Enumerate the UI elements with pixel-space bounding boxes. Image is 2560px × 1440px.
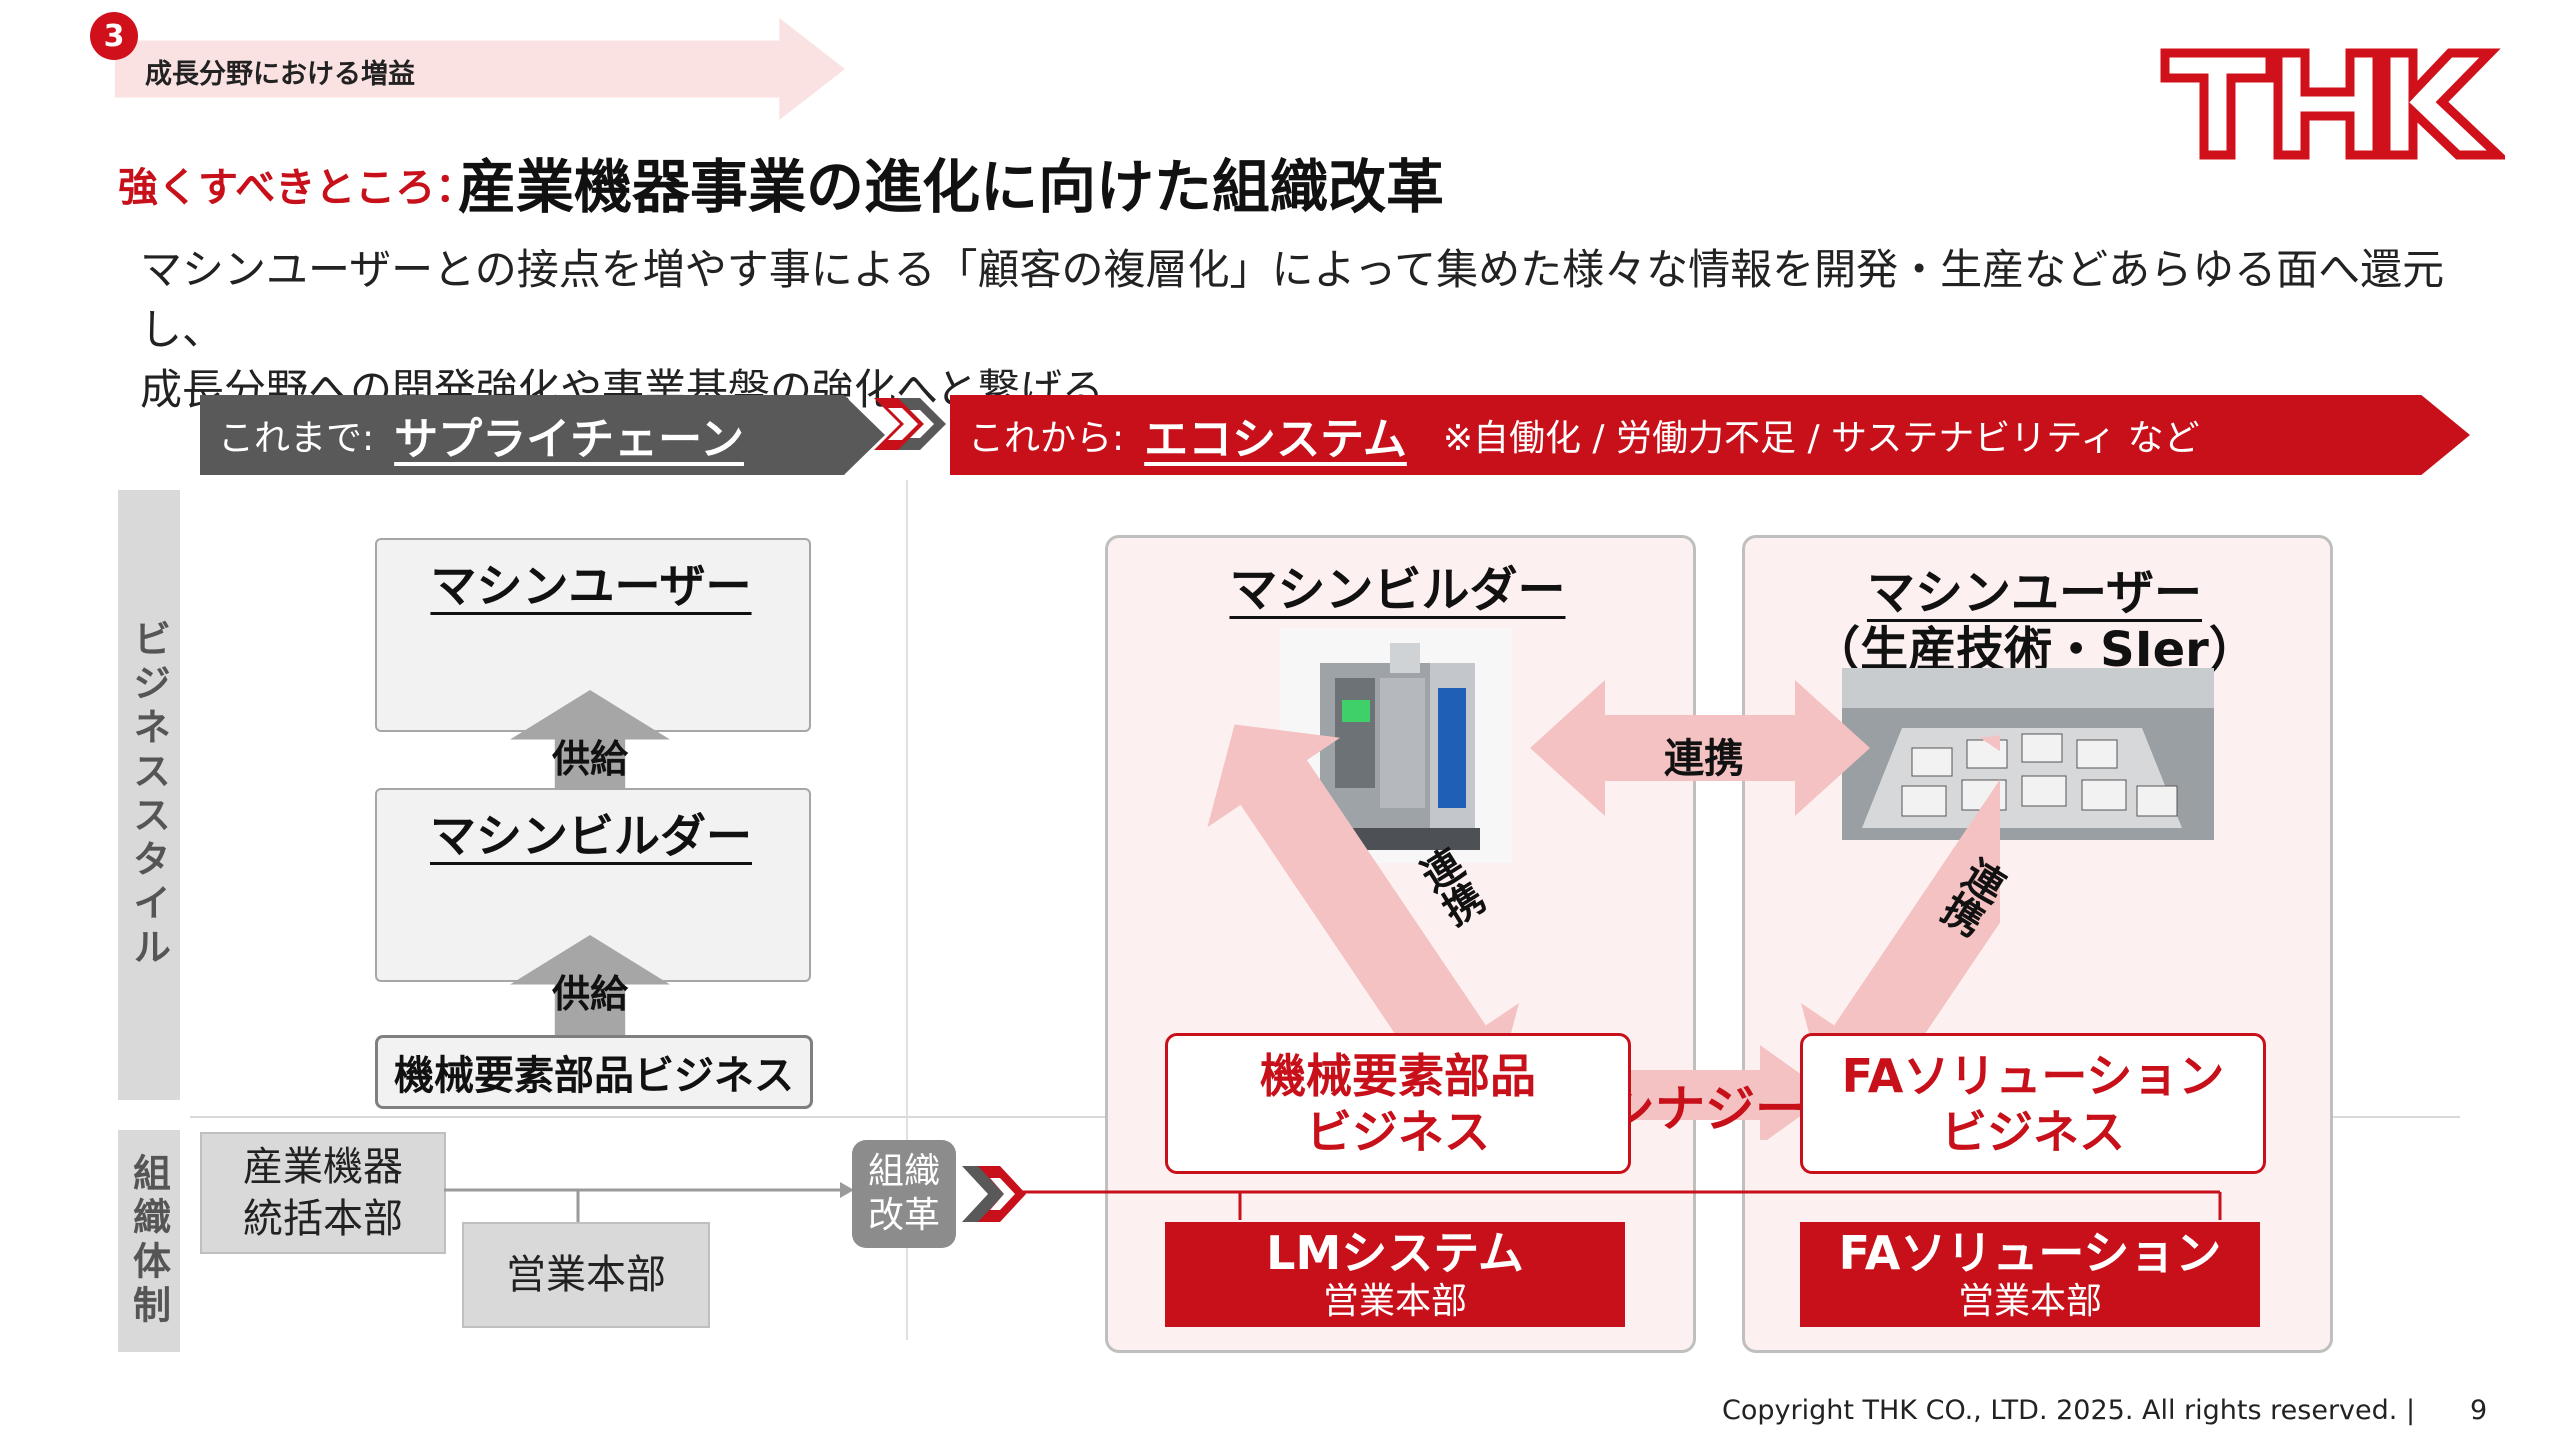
lm-system-sales-box: LMシステム 営業本部	[1165, 1222, 1625, 1327]
double-chevron-red-icon	[962, 1166, 1026, 1222]
section-number-badge: 3	[90, 12, 138, 60]
synergy-label: シナジー	[1605, 1080, 1805, 1138]
banner-right-prefix: これから:	[968, 418, 1125, 459]
fa-business-red-box: FAソリューション ビジネス	[1800, 1033, 2266, 1174]
org-reform-line2: 改革	[867, 1195, 940, 1236]
sales-box: 営業本部	[462, 1222, 710, 1328]
banner-right-main: エコシステム	[1144, 414, 1407, 465]
fa-solution-name: FAソリューション	[1838, 1225, 2222, 1280]
fa-solution-sub: 営業本部	[1957, 1280, 2102, 1322]
side-label-business-style: ビジネススタイル	[118, 490, 180, 1100]
double-chevron-icon	[874, 398, 946, 450]
link-label-horizontal: 連携	[1664, 736, 1744, 782]
vertical-divider	[906, 480, 908, 1340]
fa-business-line1: FAソリューション	[1841, 1048, 2225, 1103]
hq-line2: 統括本部	[243, 1196, 403, 1242]
factory-line-image	[1842, 668, 2214, 840]
lm-system-name: LMシステム	[1266, 1225, 1524, 1280]
fa-business-line2: ビジネス	[1941, 1104, 2125, 1159]
banner-right-note: ※自働化 / 労働力不足 / サステナビリティ など	[1442, 418, 2200, 459]
intro-line-1: マシンユーザーとの接点を増やす事による「顧客の複層化」によって集めた様々な情報を…	[140, 245, 2445, 354]
section-label: 成長分野における増益	[145, 59, 415, 90]
builder-panel-title: マシンビルダー	[1229, 562, 1566, 618]
machine-user-title: マシンユーザー	[430, 559, 752, 613]
hq-box: 産業機器 統括本部	[200, 1132, 446, 1254]
lm-system-sub: 営業本部	[1322, 1280, 1467, 1322]
banner-supply-chain: これまで: サプライチェーン	[200, 395, 885, 475]
org-connector-lines	[444, 1182, 2222, 1222]
parts-business-line1: 機械要素部品	[1260, 1048, 1536, 1103]
user-panel-title: マシンユーザー	[1866, 565, 2203, 621]
page-number: 9	[2470, 1395, 2488, 1426]
supply-label-1: 供給	[551, 736, 628, 781]
page-title: 産業機器事業の進化に向けた組織改革	[458, 153, 1445, 221]
machine-builder-title: マシンビルダー	[430, 809, 752, 863]
subtitle: 強くすべきところ：	[118, 165, 476, 211]
fa-solution-sales-box: FAソリューション 営業本部	[1800, 1222, 2260, 1327]
banner-ecosystem: これから: エコシステム ※自働化 / 労働力不足 / サステナビリティ など	[950, 395, 2470, 475]
banner-left-main: サプライチェーン	[394, 414, 744, 465]
hq-line1: 産業機器	[243, 1144, 403, 1190]
parts-business-box: 機械要素部品ビジネス	[375, 1035, 813, 1109]
banner-left-prefix: これまで:	[218, 418, 375, 459]
parts-business-red-box: 機械要素部品 ビジネス	[1165, 1033, 1631, 1174]
thk-logo	[2160, 48, 2505, 160]
org-reform-line1: 組織	[867, 1151, 940, 1192]
side-label-organization: 組織体制	[118, 1130, 180, 1352]
org-reform-badge: 組織 改革	[852, 1140, 956, 1248]
intro-text: マシンユーザーとの接点を増やす事による「顧客の複層化」によって集めた様々な情報を…	[140, 240, 2460, 420]
parts-business-line2: ビジネス	[1306, 1104, 1490, 1159]
copyright: Copyright THK CO., LTD. 2025. All rights…	[1722, 1395, 2416, 1426]
supply-label-2: 供給	[551, 971, 628, 1016]
